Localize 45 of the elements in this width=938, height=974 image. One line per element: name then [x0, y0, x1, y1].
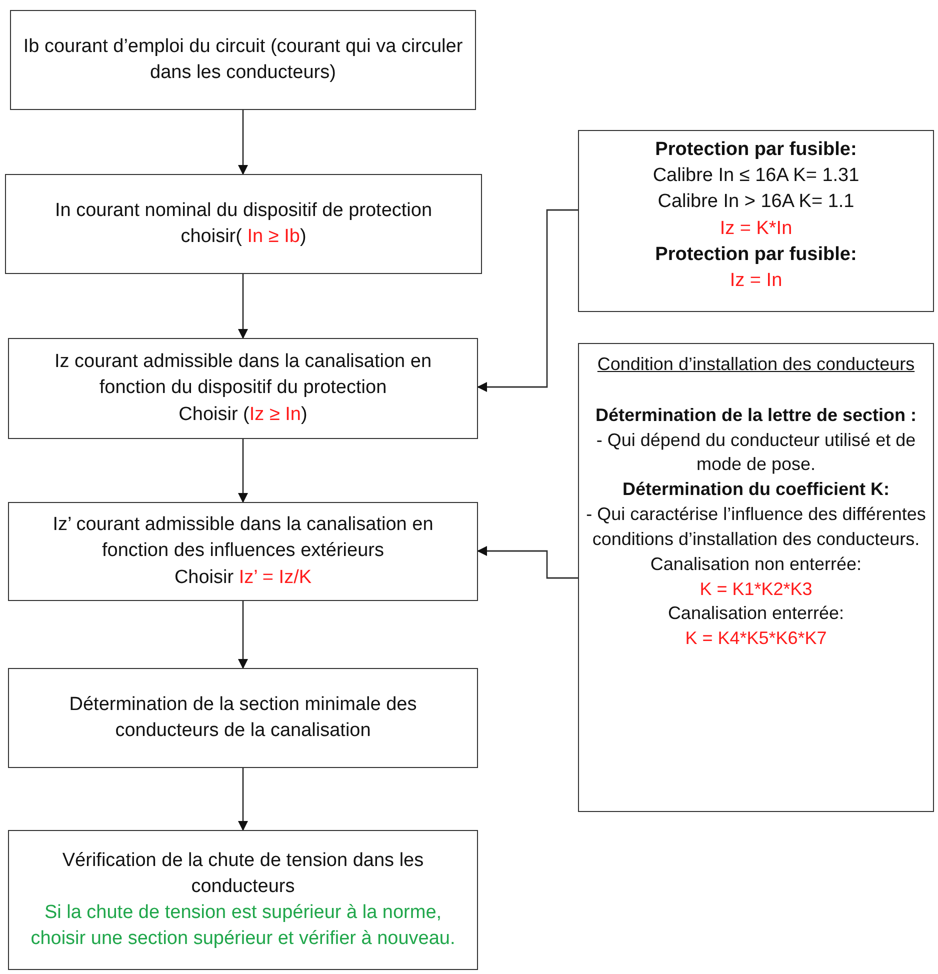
- arrow: [238, 110, 248, 175]
- formula-text: Iz’ = Iz/K: [238, 566, 312, 588]
- formula-text: In ≥ Ib: [247, 226, 300, 247]
- process-box: [8, 668, 478, 768]
- box-text: Canalisation enterrée:: [668, 603, 844, 624]
- process-box: [8, 502, 478, 601]
- box-text: choisir(: [180, 226, 242, 247]
- box-text: ): [300, 226, 306, 247]
- arrow: [238, 274, 248, 339]
- process-box: [578, 343, 934, 812]
- note-text: Si la chute de tension est supérieur à la norme, choisir une section supérieur et vérifier à nouveau.: [30, 902, 456, 950]
- formula-text: Iz = K*In: [720, 218, 792, 239]
- arrow: [238, 768, 248, 831]
- box-text: Calibre In > 16A K= 1.1: [658, 191, 854, 212]
- formula-text: K = K4*K5*K6*K7: [685, 628, 827, 648]
- arrow: [477, 546, 578, 579]
- box-text: Iz’ courant admissible dans la canalisation en fonction des influences extérieurs: [52, 514, 434, 562]
- arrow: [238, 601, 248, 669]
- box-text: Choisir (: [178, 404, 250, 425]
- process-box: [8, 338, 478, 439]
- heading-text: Détermination de la lettre de section :: [595, 404, 917, 425]
- formula-text: Iz ≥ In: [249, 404, 302, 425]
- box-text: Détermination de la section minimale des conducteurs de la canalisation: [69, 694, 417, 741]
- box-text: - Qui caractérise l’influence des différentes conditions d’installation des conducteurs.: [586, 504, 926, 549]
- box-text: Ib courant d’emploi du circuit (courant qui va circuler dans les conducteurs): [23, 36, 463, 83]
- process-box: [5, 174, 482, 274]
- process-box: [8, 830, 478, 970]
- box-text: Calibre In ≤ 16A K= 1.31: [652, 165, 860, 186]
- title-text: Condition d’installation des conducteurs: [597, 354, 915, 374]
- heading-text: Protection par fusible:: [655, 244, 857, 265]
- box-text: ): [301, 404, 308, 425]
- box-text: In courant nominal du dispositif de protection: [54, 200, 432, 221]
- formula-text: Iz = In: [730, 270, 782, 292]
- box-text: Choisir: [174, 566, 234, 588]
- process-box: [578, 130, 934, 312]
- formula-text: K = K1*K2*K3: [700, 578, 812, 599]
- process-box: [10, 10, 476, 110]
- arrow: [238, 439, 248, 503]
- box-text: Canalisation non enterrée:: [650, 554, 862, 574]
- box-text: - Qui dépend du conducteur utilisé et de mode de pose.: [596, 430, 916, 474]
- arrow: [477, 209, 578, 392]
- heading-text: Détermination du coefficient K:: [622, 479, 890, 500]
- heading-text: Protection par fusible:: [655, 139, 857, 160]
- box-text: Vérification de la chute de tension dans les conducteurs: [62, 850, 424, 897]
- box-text: Iz courant admissible dans la canalisation en fonction du dispositif du protection: [54, 351, 432, 398]
